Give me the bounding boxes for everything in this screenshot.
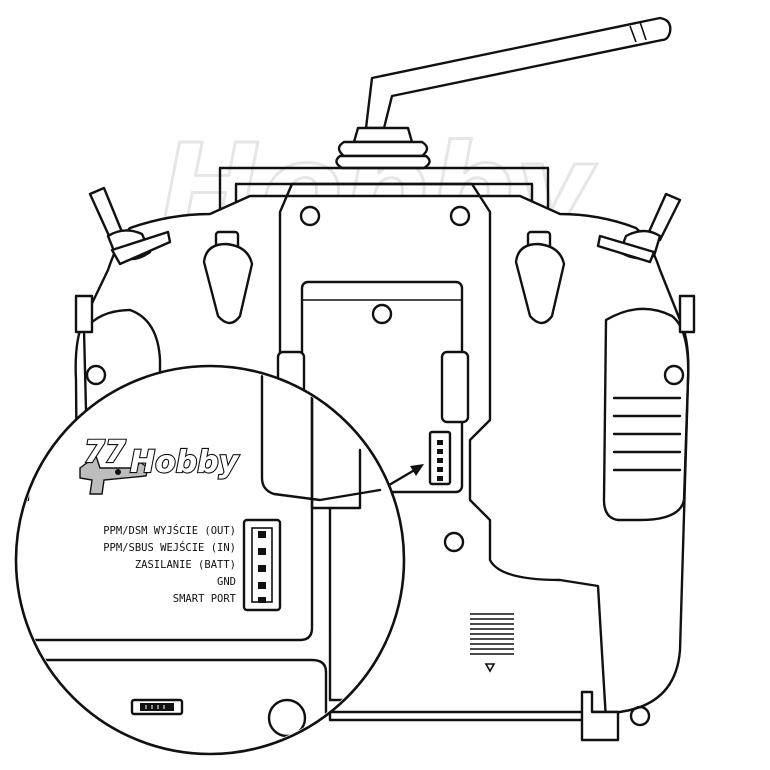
- screw-hole: [85, 364, 107, 386]
- paddle-right: [514, 230, 566, 325]
- pin-label-in: PPM/SBUS WEJŚCIE (IN): [103, 541, 236, 554]
- magnifier-callout: [14, 364, 406, 756]
- brand-logo: 77 Hobby: [79, 434, 241, 495]
- connector-5pin: [242, 518, 282, 612]
- pin-label-list: PPM/DSM WYJŚCIE (OUT) PPM/SBUS WEJŚCIE (…: [103, 524, 236, 605]
- usb-port-icon: [130, 698, 184, 716]
- pin-label-smart-port: SMART PORT: [173, 593, 237, 605]
- switch-left: [88, 186, 172, 266]
- triangle-down-icon: [484, 663, 496, 673]
- screw-hole: [443, 531, 465, 553]
- stand-foot: [580, 690, 620, 742]
- screw-hole: [629, 705, 651, 727]
- screw-hole: [299, 205, 321, 227]
- switch-right: [596, 192, 682, 264]
- vent-grille: [470, 613, 514, 655]
- screw-hole: [371, 303, 393, 325]
- pin-label-batt: ZASILANIE (BATT): [135, 559, 236, 571]
- pin-label-out: PPM/DSM WYJŚCIE (OUT): [103, 524, 236, 537]
- paddle-left: [202, 230, 254, 325]
- logo-text: Hobby: [130, 445, 240, 480]
- logo-mark: 77: [84, 435, 126, 470]
- pin-label-gnd: GND: [217, 576, 236, 588]
- module-connector: [428, 430, 452, 486]
- screw-hole: [663, 364, 685, 386]
- screw-hole: [449, 205, 471, 227]
- plane-icon: [79, 454, 149, 495]
